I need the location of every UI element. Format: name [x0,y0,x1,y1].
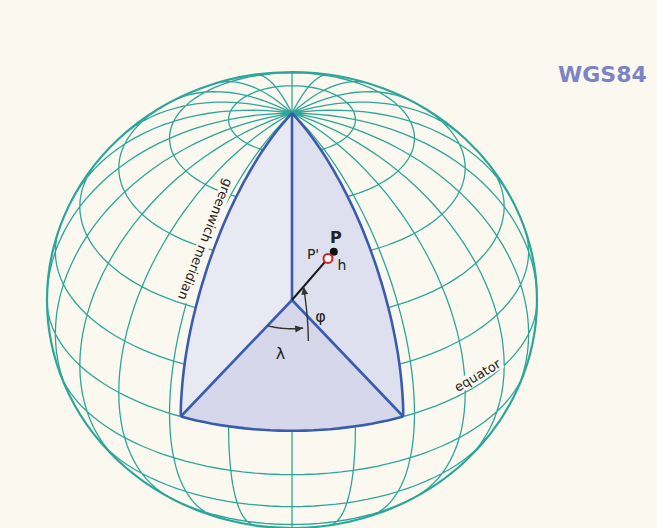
cutaway-wedge [181,113,403,431]
globe-fill [47,72,537,528]
point-p-prime [324,254,333,263]
latitude-symbol: φ [315,309,326,325]
globe-outline [47,72,537,528]
latitude-arc [304,287,309,341]
wedge-edge [291,113,294,300]
wedge-edge [181,300,292,417]
grid-line [47,72,537,528]
meridian-plane [292,113,403,416]
longitude-symbol: λ [276,346,285,362]
height-label: h [338,258,347,272]
wedge-edge [292,113,403,416]
point-label: P' [307,247,319,261]
wedge-edge [181,417,403,431]
graticule [47,72,537,528]
arrow-head [295,325,303,332]
wedge-edge [292,300,403,417]
angle-marks [268,248,338,341]
arrow-head [301,287,308,295]
point-label: P [330,230,342,246]
title: WGS84 [558,62,647,87]
